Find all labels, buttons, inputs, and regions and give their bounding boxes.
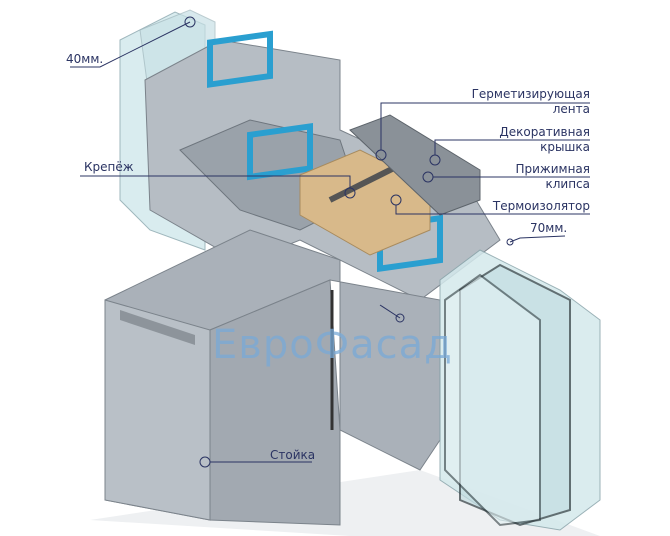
glass-pane-right-3 — [444, 273, 541, 527]
label-40mm: 40мм. — [66, 52, 104, 66]
pressure-plate — [349, 114, 481, 216]
label-sealing-tape: Герметизирующая лента — [472, 87, 590, 117]
mullion-front-face — [104, 299, 211, 521]
label-line: крышка — [540, 140, 590, 154]
label-line: лента — [552, 102, 590, 116]
label-fastener: Крепёж — [84, 160, 134, 174]
label-thermal-insulator: Термоизолятор — [492, 199, 590, 213]
label-70mm: 70мм. — [530, 221, 568, 235]
watermark-logo: ЕвроФасад — [212, 322, 453, 368]
label-line: Прижимная — [515, 162, 590, 176]
label-line: Герметизирующая — [471, 87, 590, 101]
mullion-opening — [120, 310, 195, 345]
label-pressure-clip: Прижимная клипса — [515, 162, 590, 192]
leader-lines — [70, 16, 590, 468]
steel-insert-1 — [207, 30, 273, 88]
label-decorative-cap: Декоративная крышка — [499, 125, 590, 155]
steel-insert-2 — [247, 123, 313, 181]
label-mullion: Стойка — [270, 448, 316, 462]
mullion-side — [209, 279, 341, 526]
label-line: Декоративная — [499, 125, 590, 139]
label-line: клипса — [545, 177, 590, 191]
